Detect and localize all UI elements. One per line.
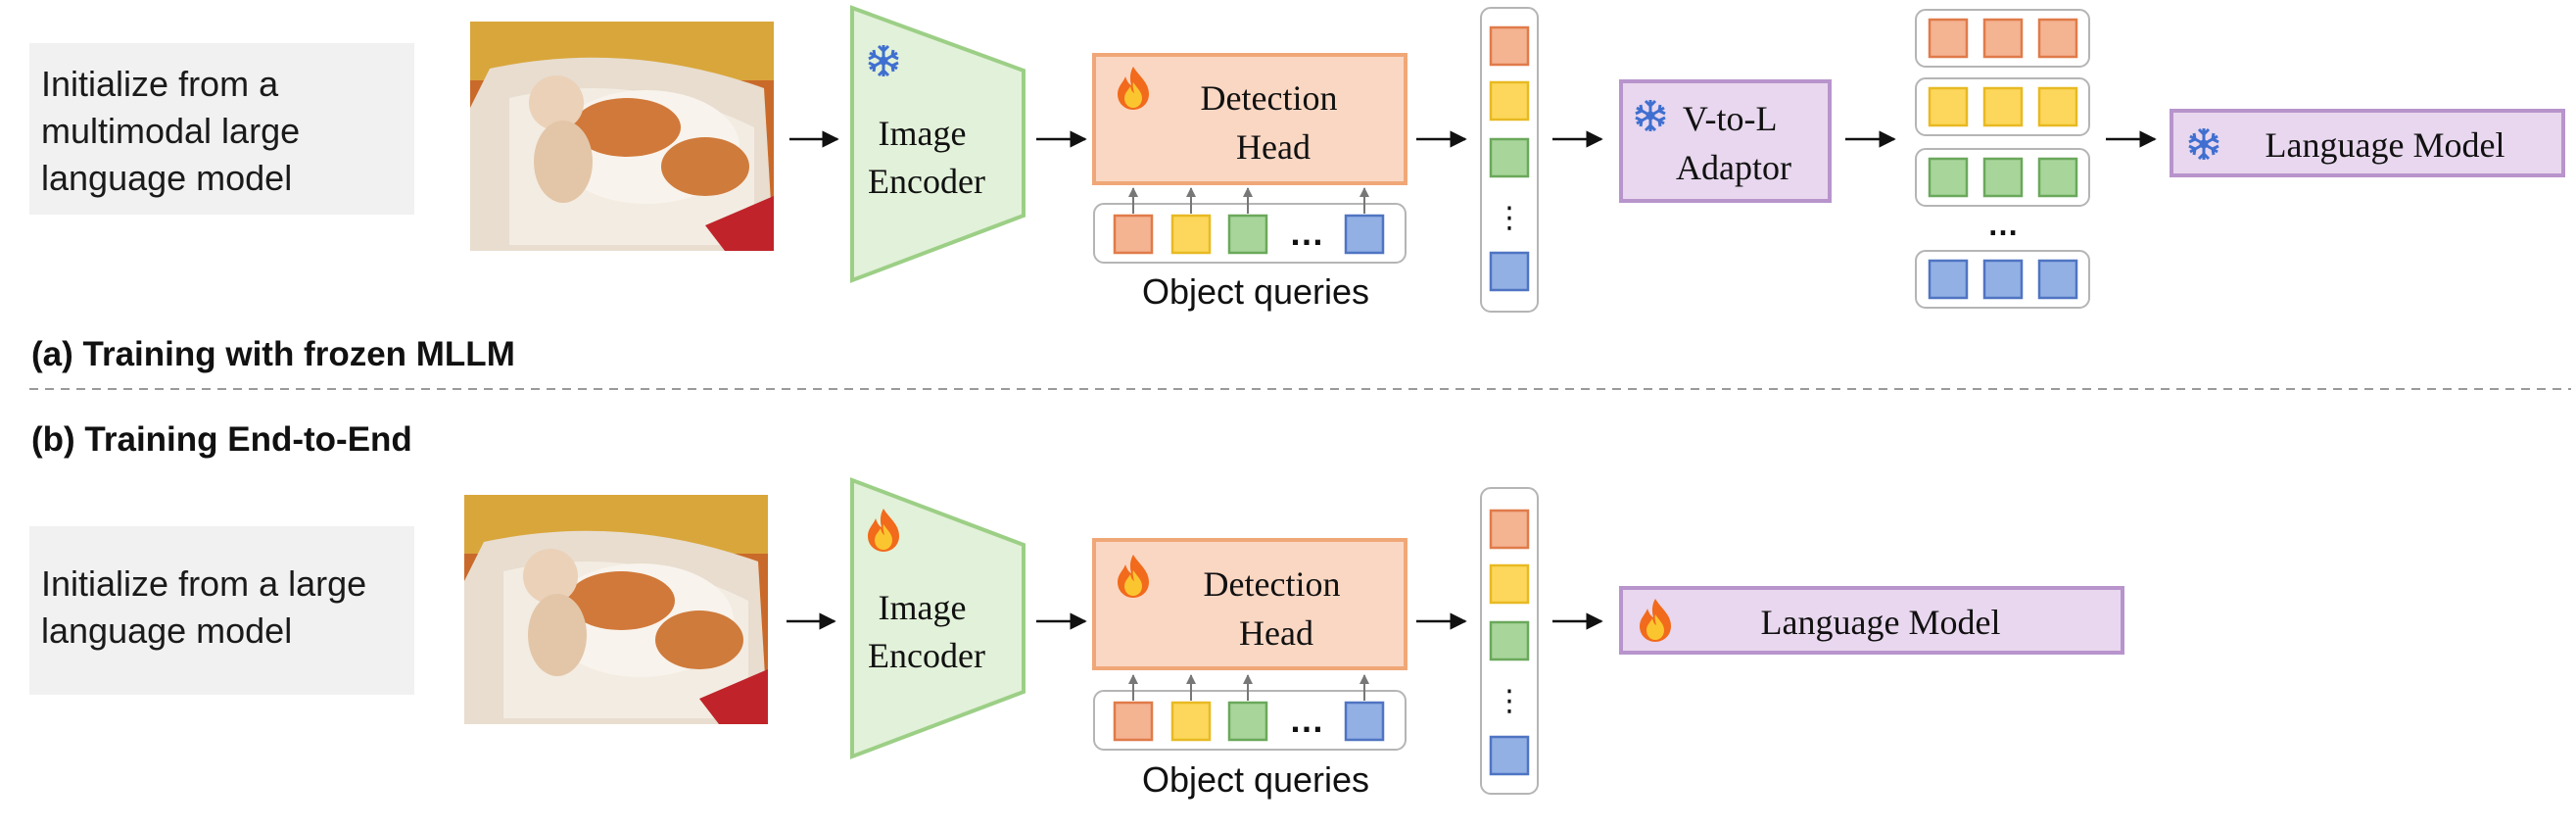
- row-a: Initialize from a multimodal large langu…: [29, 5, 2565, 313]
- v-to-l-adaptor: [1619, 79, 1832, 203]
- features-ellipsis: ⋮: [1495, 202, 1524, 234]
- language-tokens: …: [1915, 9, 2090, 309]
- queries-ellipsis: …: [1289, 213, 1324, 253]
- encoder-line: Encoder: [868, 636, 985, 675]
- detection-head-b: [1092, 538, 1407, 670]
- object-queries-label-a: Object queries: [1142, 271, 1369, 312]
- adaptor-line: Adaptor: [1676, 148, 1791, 187]
- object-queries-b: …: [1093, 674, 1407, 751]
- adaptor-label: V-to-L Adaptor: [1676, 99, 1791, 187]
- init-line: language model: [41, 158, 292, 198]
- feature-token-blue: [1489, 735, 1530, 776]
- init-line: Initialize from a large: [41, 563, 366, 604]
- features-ellipsis: ⋮: [1495, 685, 1524, 717]
- encoder-line: Image: [879, 114, 967, 153]
- init-box-a: [29, 43, 414, 215]
- detection-features-a: ⋮: [1480, 7, 1539, 313]
- cat-photo-b: [464, 495, 768, 724]
- feature-token-orange: [1489, 25, 1530, 67]
- query-token-orange: [1113, 214, 1154, 255]
- query-token-blue: [1344, 701, 1385, 742]
- init-text-a: Initialize from a multimodal large langu…: [41, 64, 310, 198]
- feature-token-green: [1489, 137, 1530, 178]
- language-model-a: [2170, 109, 2565, 177]
- encoder-line: Image: [879, 588, 967, 627]
- language-model-b: [1619, 586, 2124, 655]
- caption-b: (b) Training End-to-End: [31, 420, 412, 459]
- feature-token-green: [1489, 620, 1530, 661]
- init-line: Initialize from a: [41, 64, 279, 104]
- init-line: language model: [41, 610, 292, 651]
- init-text-b: Initialize from a large language model: [41, 563, 376, 651]
- head-line: Head: [1239, 613, 1313, 653]
- query-token-green: [1227, 214, 1268, 255]
- feature-token-blue: [1489, 251, 1530, 292]
- image-encoder-b: [850, 477, 1026, 759]
- language-model-label-a: Language Model: [2266, 125, 2505, 165]
- feature-token-orange: [1489, 509, 1530, 550]
- adaptor-line: V-to-L: [1683, 99, 1776, 138]
- encoder-line: Encoder: [868, 162, 985, 201]
- feature-token-yellow: [1489, 80, 1530, 122]
- query-token-yellow: [1170, 214, 1212, 255]
- detection-head-label-a: Detection Head: [1201, 78, 1347, 167]
- cat-photo-a: [470, 22, 774, 251]
- queries-ellipsis: …: [1289, 700, 1324, 740]
- query-token-orange: [1113, 701, 1154, 742]
- object-queries-a: …: [1093, 187, 1407, 264]
- image-encoder-label-a: Image Encoder: [868, 114, 985, 201]
- detection-features-b: ⋮: [1480, 487, 1539, 795]
- object-queries-label-b: Object queries: [1142, 759, 1369, 800]
- init-line: multimodal large: [41, 111, 300, 151]
- image-encoder-label-b: Image Encoder: [868, 588, 985, 675]
- tokens-ellipsis: …: [1987, 207, 2019, 242]
- init-box-b: [29, 526, 414, 695]
- feature-token-yellow: [1489, 563, 1530, 605]
- head-line: Detection: [1201, 78, 1338, 118]
- image-encoder-a: [850, 5, 1026, 283]
- language-model-label-b: Language Model: [1761, 603, 2001, 642]
- detection-head-label-b: Detection Head: [1204, 564, 1350, 653]
- head-line: Detection: [1204, 564, 1341, 604]
- head-line: Head: [1236, 127, 1311, 167]
- query-token-blue: [1344, 214, 1385, 255]
- detection-head-a: [1092, 53, 1407, 185]
- row-b: Initialize from a large language model I…: [29, 477, 2124, 800]
- query-token-green: [1227, 701, 1268, 742]
- caption-a: (a) Training with frozen MLLM: [31, 335, 515, 373]
- query-token-yellow: [1170, 701, 1212, 742]
